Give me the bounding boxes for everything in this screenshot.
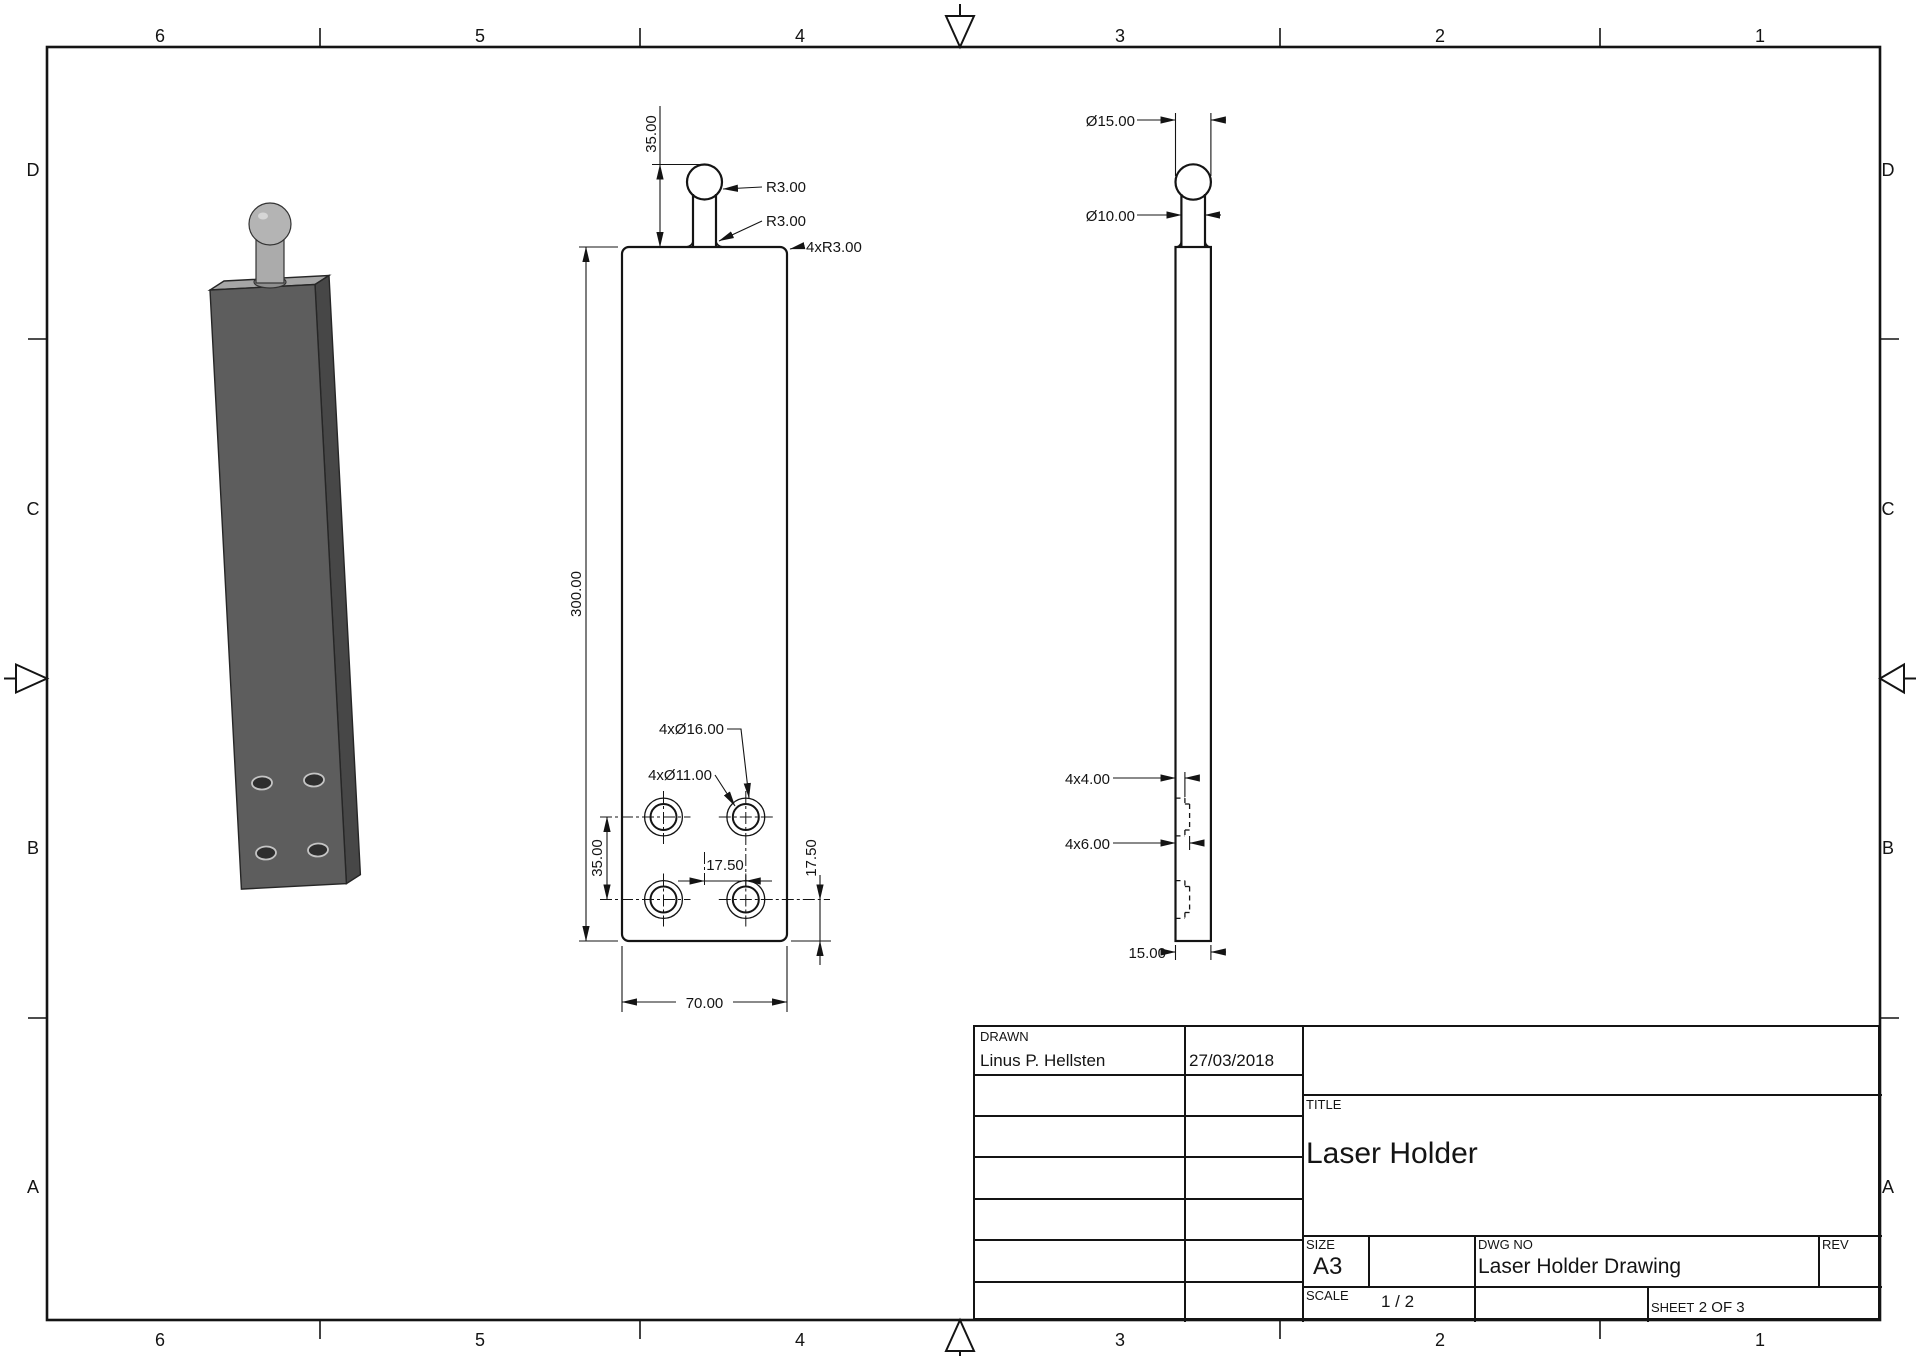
col-label-top: 2: [1435, 26, 1445, 46]
grid-ticks: [28, 28, 1899, 1339]
centering-mark-top-icon: [944, 4, 976, 50]
dim-thickness: 15.00: [1128, 945, 1166, 962]
dim-ball-diameter: Ø15.00: [1086, 113, 1135, 130]
row-label-right: D: [1882, 160, 1895, 180]
pin-ball: [248, 202, 292, 246]
plate-holes-3d: [251, 772, 329, 861]
row-label-left: D: [27, 160, 40, 180]
border-frame: [45, 45, 1882, 1322]
row-label-left: B: [27, 838, 39, 858]
dim-cbore-depth: 4x4.00: [1065, 771, 1110, 788]
plate-outline-side: [1174, 245, 1213, 943]
sheet-value: 2 OF 3: [1698, 1299, 1745, 1316]
drawn-name: Linus P. Hellsten: [980, 1051, 1106, 1070]
row-label-right: A: [1882, 1177, 1894, 1197]
col-label-bottom: 1: [1755, 1330, 1765, 1350]
dim-neck-radius: R3.00: [766, 213, 806, 230]
col-label-top: 5: [475, 26, 485, 46]
col-label-top: 4: [795, 26, 805, 46]
ball-outline-side: [1174, 163, 1213, 201]
col-label-bottom: 5: [475, 1330, 485, 1350]
col-label-bottom: 6: [155, 1330, 165, 1350]
drawn-date: 27/03/2018: [1189, 1051, 1275, 1070]
dim-hole-col-offset: 17.50: [706, 857, 744, 874]
rev-label: REV: [1822, 1237, 1849, 1252]
size-label: SIZE: [1306, 1237, 1335, 1252]
col-label-top: 6: [155, 26, 165, 46]
dwg-no-value: Laser Holder Drawing: [1478, 1255, 1682, 1278]
dwg-no-label: DWG NO: [1478, 1237, 1533, 1252]
col-label-top: 3: [1115, 26, 1125, 46]
col-label-bottom: 2: [1435, 1330, 1445, 1350]
dim-hole-depth: 4x6.00: [1065, 836, 1110, 853]
row-label-right: C: [1882, 499, 1895, 519]
plate-outline-front: [620, 245, 789, 943]
side-geometry: [1174, 163, 1213, 943]
scale-value: 1 / 2: [1381, 1292, 1415, 1311]
row-label-left: A: [27, 1177, 39, 1197]
drawn-label: DRAWN: [980, 1029, 1029, 1044]
dim-front-height: 300.00: [568, 571, 585, 617]
dim-neck-diameter: Ø10.00: [1086, 208, 1135, 225]
centering-mark-bottom-icon: [944, 1317, 976, 1356]
col-label-bottom: 3: [1115, 1330, 1125, 1350]
size-value: A3: [1313, 1253, 1343, 1280]
isometric-view: [207, 202, 362, 890]
col-label-bottom: 4: [795, 1330, 805, 1350]
drawing-title: Laser Holder: [1306, 1137, 1478, 1170]
grid-labels: 6 5 4 3 2 1 6 5 4 3 2 1 D C B A D C B A: [27, 26, 1895, 1350]
row-label-right: B: [1882, 838, 1894, 858]
hidden-hole-lines: [1175, 797, 1191, 920]
side-view: Ø15.00 Ø10.00 4x4.00 4x6.00 15.00: [1065, 113, 1226, 962]
scale-label: SCALE: [1306, 1288, 1349, 1303]
front-dim-lines: [579, 106, 831, 1012]
centering-mark-left-icon: [4, 662, 50, 695]
title-block: DRAWN Linus P. Hellsten 27/03/2018 TITLE…: [973, 1025, 1882, 1322]
dim-hole-row-spacing: 35.00: [589, 839, 606, 877]
dim-pin-height: 35.00: [643, 115, 660, 153]
front-view: 300.00 35.00 R3.00 R3.00 4xR3.00 4xØ16.0…: [568, 106, 862, 1012]
ball-outline-front: [685, 163, 724, 201]
front-dim-texts: 300.00 35.00 R3.00 R3.00 4xR3.00 4xØ16.0…: [568, 115, 862, 1012]
sheet-info: SHEET 2 OF 3: [1651, 1300, 1745, 1316]
front-geometry: [620, 163, 789, 943]
dim-hole-bottom-offset: 17.50: [803, 839, 820, 877]
dim-cbore-diameter: 4xØ16.00: [659, 721, 724, 738]
row-label-left: C: [27, 499, 40, 519]
sheet-frame: [4, 4, 1916, 1356]
side-dim-lines: [1113, 113, 1226, 960]
title-label: TITLE: [1306, 1097, 1342, 1112]
col-label-top: 1: [1755, 26, 1765, 46]
side-dim-texts: Ø15.00 Ø10.00 4x4.00 4x6.00 15.00: [1065, 113, 1166, 962]
dim-ball-radius: R3.00: [766, 179, 806, 196]
centering-mark-right-icon: [1878, 662, 1916, 695]
dim-corner-radius: 4xR3.00: [806, 239, 862, 256]
dim-hole-diameter: 4xØ11.00: [648, 767, 712, 784]
sheet-label: SHEET: [1651, 1300, 1695, 1315]
ball-highlight: [258, 212, 268, 220]
dim-front-width: 70.00: [686, 995, 724, 1012]
